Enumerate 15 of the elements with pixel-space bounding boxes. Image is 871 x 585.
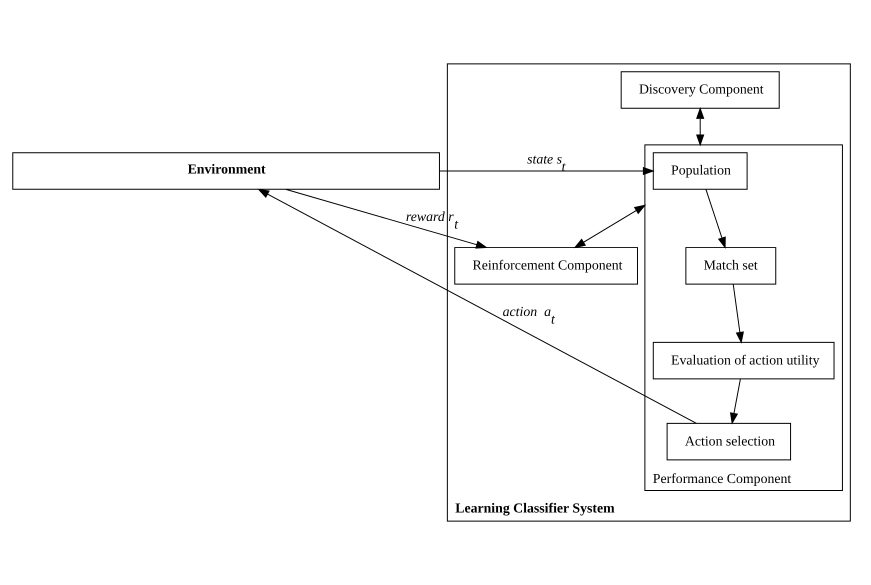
- arrow: [730, 378, 741, 425]
- node-box: Evaluation of action utility: [652, 342, 835, 380]
- arrow: [257, 188, 697, 424]
- arrow: [439, 166, 655, 176]
- arrow: [574, 204, 646, 248]
- node-box: Action selection: [666, 422, 792, 460]
- node-box: Discovery Component: [620, 71, 780, 109]
- arrow: [285, 188, 488, 249]
- node-box: Population: [652, 152, 748, 190]
- node-box: Match set: [685, 247, 776, 285]
- node-box: Reinforcement Component: [454, 247, 638, 285]
- node-box: Environment: [12, 152, 440, 190]
- arrow: [732, 284, 744, 344]
- arrow: [696, 107, 704, 146]
- arrow: [705, 188, 726, 249]
